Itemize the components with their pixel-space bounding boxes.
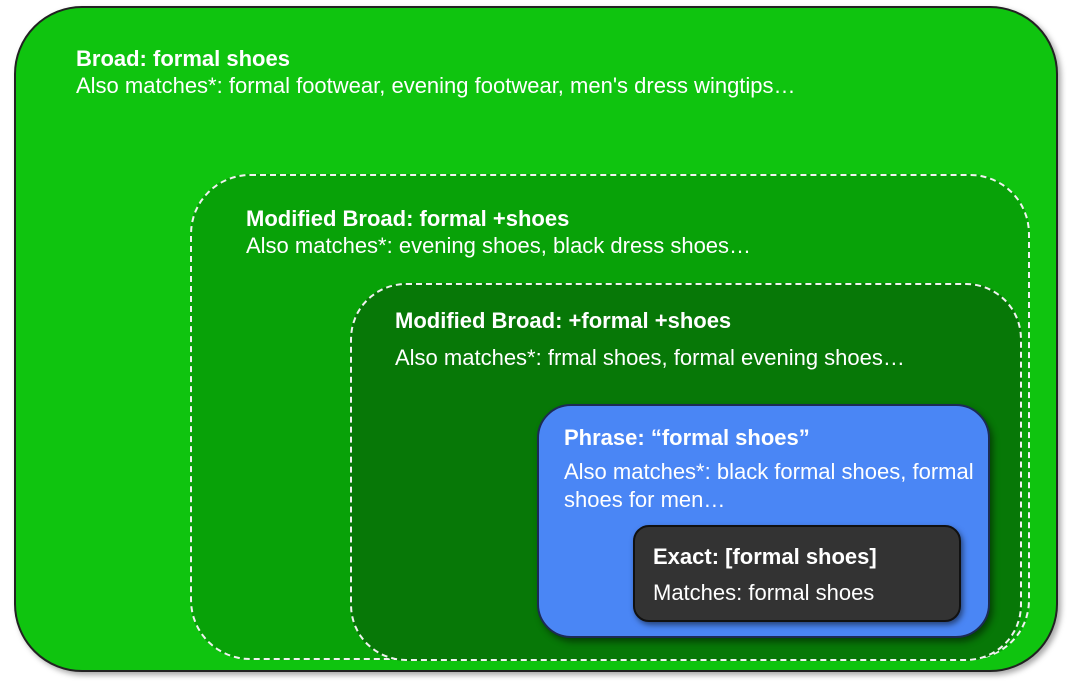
exact-match-description: Matches: formal shoes: [653, 580, 875, 605]
phrase-match-description: Also matches*: black formal shoes, forma…: [564, 459, 974, 512]
exact-match-box: Exact: [formal shoes] Matches: formal sh…: [633, 525, 961, 622]
exact-match-title: Exact: [formal shoes]: [653, 544, 877, 569]
broad-match-title: Broad: formal shoes: [76, 46, 290, 71]
broad-match-description: Also matches*: formal footwear, evening …: [76, 73, 796, 98]
modified-broad-match-title: Modified Broad: formal +shoes: [246, 206, 570, 231]
modified-broad-all-terms-description: Also matches*: frmal shoes, formal eveni…: [395, 345, 905, 370]
modified-broad-match-description: Also matches*: evening shoes, black dres…: [246, 233, 752, 258]
phrase-match-title: Phrase: “formal shoes”: [564, 425, 810, 450]
modified-broad-all-terms-title: Modified Broad: +formal +shoes: [395, 308, 732, 333]
